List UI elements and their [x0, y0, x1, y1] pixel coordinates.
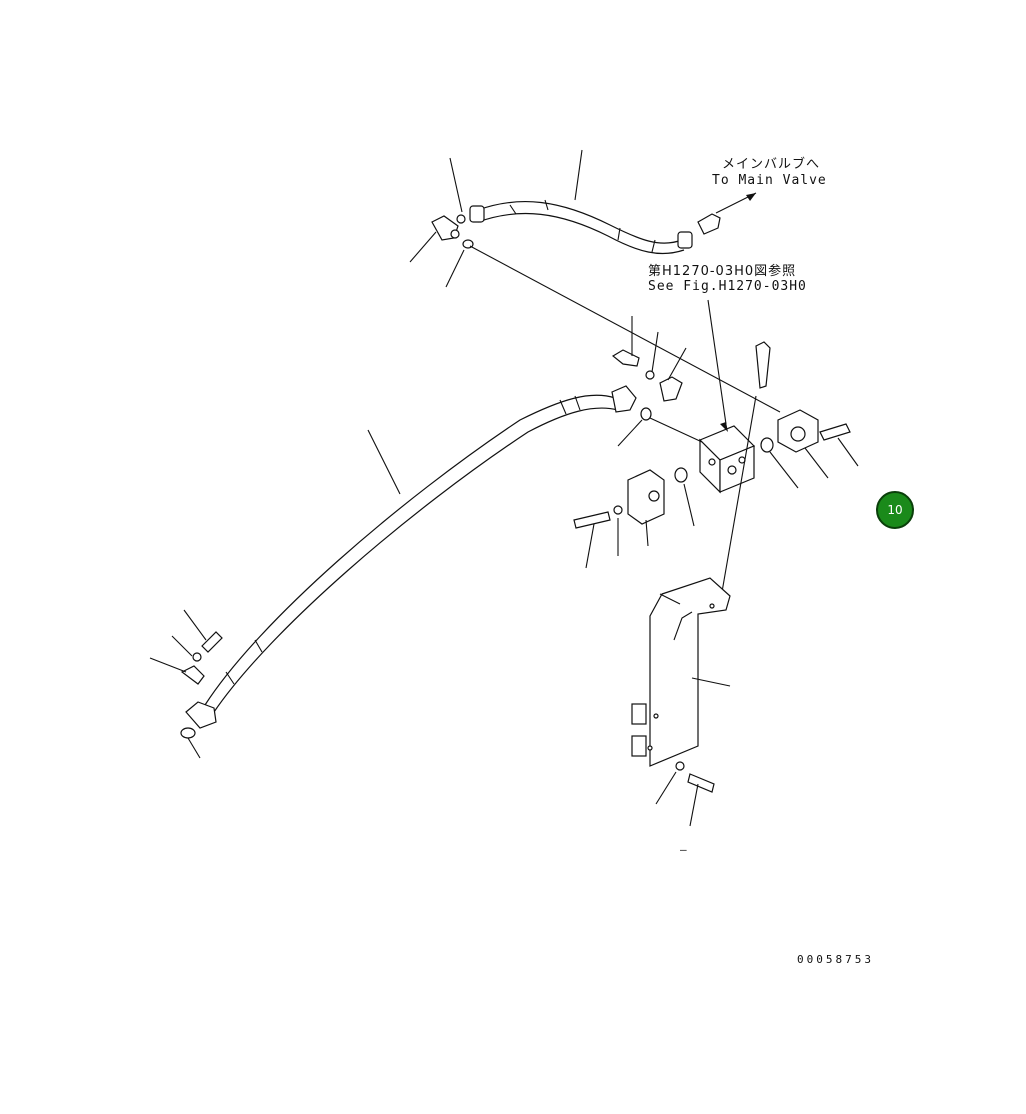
front-plate — [627, 469, 665, 525]
split-flange-bolt-upper — [611, 349, 640, 367]
washer-front — [613, 505, 623, 515]
callout-marker-10[interactable]: 10 — [876, 491, 914, 529]
long-hose — [204, 385, 637, 713]
o-ring-a — [456, 214, 466, 224]
upper-left-elbow — [431, 215, 460, 241]
washer-upper — [645, 370, 655, 380]
front-bolt — [573, 511, 611, 529]
hose-end-flange — [185, 701, 217, 729]
o-ring-lower — [180, 727, 196, 739]
split-flange-half — [659, 376, 683, 402]
main-valve-note-en: To Main Valve — [712, 173, 827, 188]
washer-bracket — [675, 761, 685, 771]
bracket-bolt — [687, 773, 715, 793]
o-ring-center — [640, 407, 652, 421]
valve-block — [698, 425, 756, 494]
bolt-lower — [201, 631, 223, 653]
long-stud-bolt — [755, 341, 771, 389]
split-flange-lower — [180, 665, 205, 685]
document-number: 00058753 — [797, 953, 874, 966]
right-flange — [777, 409, 819, 453]
washer-lower — [192, 652, 202, 662]
mounting-bracket — [631, 577, 731, 767]
see-fig-note-en: See Fig.H1270-03H0 — [648, 279, 807, 294]
right-bolt — [819, 423, 851, 441]
o-ring-front — [674, 467, 688, 483]
upper-hose — [469, 199, 693, 255]
arrow-head — [746, 193, 756, 201]
o-ring-right — [760, 437, 774, 453]
see-fig-note-jp: 第H1270-03H0図参照 — [648, 264, 797, 279]
main-valve-note-jp: メインバルブへ — [722, 157, 821, 172]
dash-mark: – — [680, 843, 687, 856]
upper-right-adapter — [697, 213, 721, 235]
